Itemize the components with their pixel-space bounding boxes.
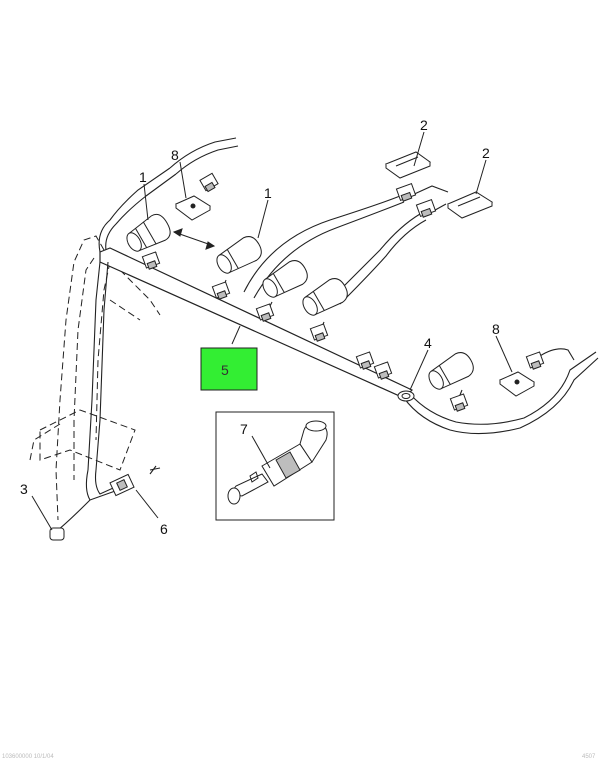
callout-labels: 1 1 8 2 2 4 8 5 3 6 7 (20, 117, 500, 537)
lamp-socket (126, 213, 171, 252)
flat-connector (446, 191, 494, 219)
detail-inset (215, 411, 335, 521)
connector-small (525, 351, 545, 370)
connector-small (373, 361, 393, 380)
callout-2b[interactable]: 2 (482, 145, 490, 161)
connector-small (309, 323, 329, 342)
lamp-socket (428, 352, 474, 390)
end-terminal (49, 527, 65, 541)
connector-small (199, 172, 219, 193)
connector-small (415, 198, 437, 218)
callout-5[interactable]: 5 (221, 362, 229, 378)
connector-small (395, 182, 417, 202)
connector-small (141, 251, 161, 270)
connector-small (355, 351, 375, 370)
footer-right-code: 4507 (582, 754, 596, 760)
plate-connector (499, 371, 535, 397)
double-arrow (172, 228, 216, 250)
grommet (397, 390, 415, 402)
connector-small (255, 303, 275, 322)
connector-small (211, 281, 231, 300)
callout-8b[interactable]: 8 (492, 321, 500, 337)
leader-lines (31, 131, 513, 531)
callout-8a[interactable]: 8 (171, 147, 179, 163)
elbow-bulb-socket (227, 420, 328, 505)
callout-1b[interactable]: 1 (264, 185, 272, 201)
connector-inline (109, 473, 135, 497)
callout-3[interactable]: 3 (20, 481, 28, 497)
highlight-box[interactable] (200, 347, 258, 391)
lamp-socket (216, 236, 262, 274)
harness-connectors (109, 172, 545, 497)
callout-7[interactable]: 7 (240, 421, 248, 437)
lamp-socket (262, 260, 308, 298)
lamp-socket (302, 278, 348, 316)
callout-6[interactable]: 6 (160, 521, 168, 537)
callout-2a[interactable]: 2 (420, 117, 428, 133)
callout-4[interactable]: 4 (424, 335, 432, 351)
callout-1a[interactable]: 1 (139, 169, 147, 185)
connector-small (449, 393, 469, 412)
flat-connector (384, 151, 432, 179)
lamp-sockets (126, 213, 474, 390)
plate-connectors (175, 151, 535, 397)
footer-left-code: 103600000 10/1/04 (2, 754, 54, 760)
plate-connector (175, 195, 211, 221)
